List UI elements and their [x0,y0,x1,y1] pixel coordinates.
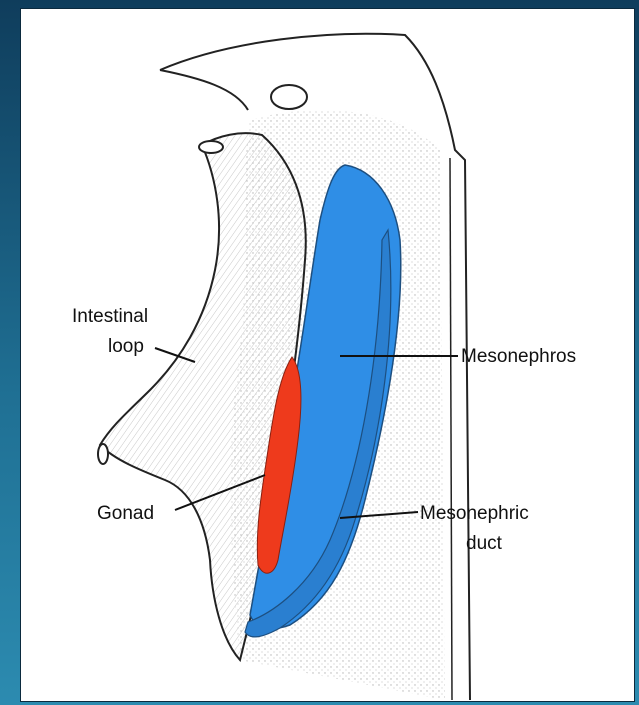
mesonephric-duct-label-line2: duct [466,533,503,554]
aorta-outline [271,85,307,109]
intestinal-loop-label-line2: loop [108,336,144,357]
body-wall-inner-line [450,158,452,700]
mesonephric-duct-label-line1: Mesonephric [420,503,529,524]
body-wall-top-fold [160,70,248,110]
intestinal-loop-label-line1: Intestinal [72,306,148,327]
mesonephros-label: Mesonephros [461,346,576,367]
gonad-label: Gonad [97,503,154,524]
intestinal-loop-cut-end-bottom [98,444,108,464]
intestinal-loop-cut-end-top [199,141,223,153]
